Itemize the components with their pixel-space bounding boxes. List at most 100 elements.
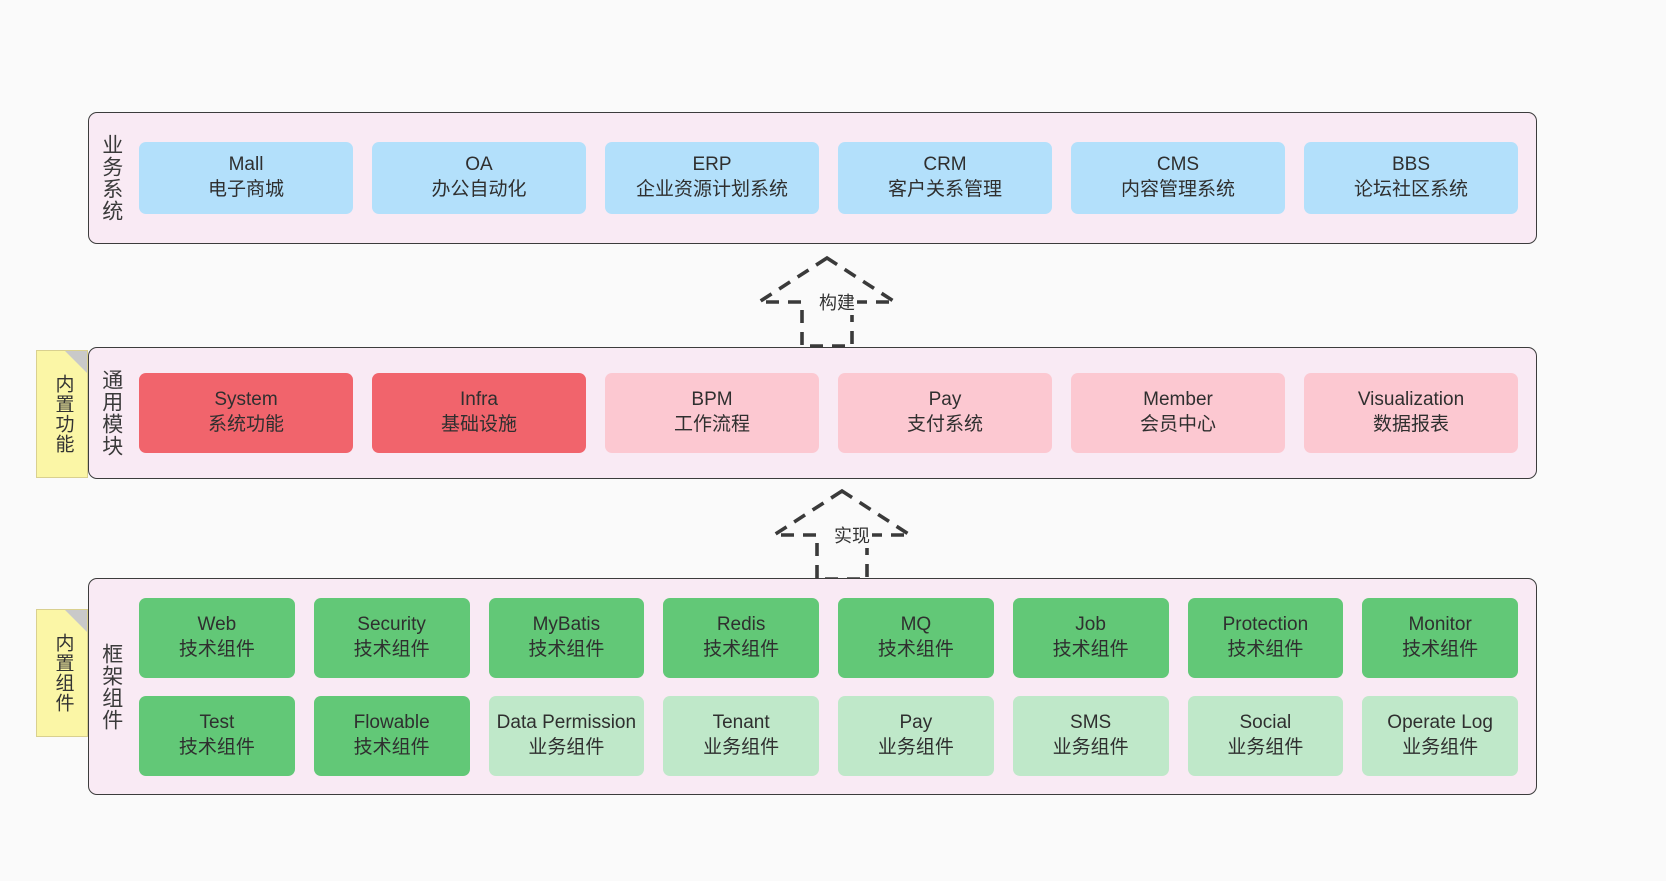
node-name: BPM: [691, 389, 733, 411]
node-name: Pay: [928, 389, 962, 411]
node-infra[interactable]: Infra 基础设施: [372, 373, 586, 453]
node-name: Data Permission: [496, 711, 637, 733]
node-social[interactable]: Social 业务组件: [1187, 695, 1344, 776]
layer-framework-components: 框架组件 Web 技术组件 Security 技术组件 MyBatis 技术组件…: [88, 578, 1537, 795]
layer-title-business: 业务系统: [99, 134, 123, 222]
node-subtitle: 技术组件: [528, 638, 605, 660]
node-crm[interactable]: CRM 客户关系管理: [838, 142, 1052, 214]
node-row: System 系统功能 Infra 基础设施 BPM 工作流程 Pay 支付系统…: [139, 373, 1518, 453]
node-name: Pay: [899, 711, 933, 733]
node-subtitle: 技术组件: [178, 638, 255, 660]
node-subtitle: 基础设施: [440, 414, 517, 435]
node-pay-module[interactable]: Pay 支付系统: [838, 373, 1052, 453]
node-name: Test: [199, 711, 235, 733]
node-subtitle: 工作流程: [673, 414, 750, 435]
node-subtitle: 技术组件: [703, 638, 780, 660]
node-monitor[interactable]: Monitor 技术组件: [1362, 597, 1518, 678]
node-web[interactable]: Web 技术组件: [139, 597, 295, 678]
node-row: Web 技术组件 Security 技术组件 MyBatis 技术组件 Redi…: [139, 597, 1518, 678]
node-name: Job: [1075, 613, 1106, 635]
node-row: Mall 电子商城 OA 办公自动化 ERP 企业资源计划系统 CRM 客户关系…: [139, 142, 1518, 214]
node-name: Member: [1143, 389, 1213, 411]
node-name: MQ: [900, 613, 932, 635]
node-visualization[interactable]: Visualization 数据报表: [1304, 373, 1518, 453]
arrow-implement-shape: [767, 488, 917, 581]
arrow-build-label: 构建: [817, 289, 857, 315]
sticky-note-builtin-features: 内置功能: [36, 350, 88, 478]
sticky-note-builtin-components: 内置组件: [36, 609, 88, 737]
node-name: Protection: [1222, 613, 1309, 635]
node-operate-log[interactable]: Operate Log 业务组件: [1362, 695, 1518, 776]
node-name: System: [214, 389, 278, 411]
layer-title-framework: 框架组件: [99, 642, 123, 731]
node-name: SMS: [1070, 711, 1112, 733]
node-subtitle: 技术组件: [1227, 638, 1304, 660]
node-mq[interactable]: MQ 技术组件: [838, 597, 994, 678]
arrow-build: 构建: [745, 255, 925, 348]
node-name: Mall: [228, 154, 264, 176]
layer-body-business: Mall 电子商城 OA 办公自动化 ERP 企业资源计划系统 CRM 客户关系…: [133, 113, 1536, 243]
node-subtitle: 业务组件: [877, 736, 954, 758]
node-subtitle: 数据报表: [1372, 414, 1449, 435]
node-subtitle: 系统功能: [207, 414, 284, 435]
node-name: Flowable: [353, 711, 430, 733]
node-mybatis[interactable]: MyBatis 技术组件: [488, 597, 645, 678]
node-subtitle: 技术组件: [877, 638, 954, 660]
node-member[interactable]: Member 会员中心: [1071, 373, 1285, 453]
node-name: Web: [197, 613, 237, 635]
arrow-implement: 实现: [760, 488, 940, 581]
node-name: CRM: [923, 154, 967, 176]
node-name: CMS: [1156, 154, 1200, 176]
node-bpm[interactable]: BPM 工作流程: [605, 373, 819, 453]
node-name: BBS: [1391, 154, 1431, 176]
node-name: Infra: [459, 389, 499, 411]
node-subtitle: 业务组件: [1402, 736, 1479, 758]
node-name: Monitor: [1408, 613, 1472, 635]
node-oa[interactable]: OA 办公自动化: [372, 142, 586, 214]
node-flowable[interactable]: Flowable 技术组件: [313, 695, 470, 776]
node-subtitle: 内容管理系统: [1120, 179, 1235, 200]
node-subtitle: 企业资源计划系统: [635, 179, 788, 200]
node-pay-component[interactable]: Pay 业务组件: [838, 695, 994, 776]
node-bbs[interactable]: BBS 论坛社区系统: [1304, 142, 1518, 214]
node-redis[interactable]: Redis 技术组件: [663, 597, 819, 678]
node-name: Security: [357, 613, 426, 635]
arrow-build-shape: [752, 255, 902, 348]
node-tenant[interactable]: Tenant 业务组件: [663, 695, 819, 776]
node-subtitle: 技术组件: [353, 638, 430, 660]
node-subtitle: 论坛社区系统: [1353, 179, 1468, 200]
node-name: Operate Log: [1387, 711, 1493, 733]
node-subtitle: 业务组件: [528, 736, 605, 758]
layer-common-modules: 通用模块 System 系统功能 Infra 基础设施 BPM 工作流程 Pay…: [88, 347, 1537, 479]
node-row: Test 技术组件 Flowable 技术组件 Data Permission …: [139, 695, 1518, 776]
node-test[interactable]: Test 技术组件: [139, 695, 295, 776]
node-name: Visualization: [1357, 389, 1465, 411]
node-subtitle: 业务组件: [1052, 736, 1129, 758]
node-subtitle: 技术组件: [353, 736, 430, 758]
node-system[interactable]: System 系统功能: [139, 373, 353, 453]
node-name: Redis: [716, 613, 766, 635]
node-erp[interactable]: ERP 企业资源计划系统: [605, 142, 819, 214]
node-subtitle: 客户关系管理: [887, 179, 1002, 200]
node-subtitle: 电子商城: [207, 179, 284, 200]
node-data-permission[interactable]: Data Permission 业务组件: [488, 695, 645, 776]
node-job[interactable]: Job 技术组件: [1012, 597, 1169, 678]
node-name: OA: [465, 154, 493, 176]
node-name: Social: [1239, 711, 1292, 733]
node-name: MyBatis: [532, 613, 601, 635]
layer-title-common: 通用模块: [99, 369, 123, 457]
node-sms[interactable]: SMS 业务组件: [1012, 695, 1169, 776]
node-subtitle: 技术组件: [1402, 638, 1479, 660]
node-subtitle: 技术组件: [1052, 638, 1129, 660]
node-security[interactable]: Security 技术组件: [313, 597, 470, 678]
node-name: Tenant: [712, 711, 770, 733]
node-protection[interactable]: Protection 技术组件: [1187, 597, 1344, 678]
node-mall[interactable]: Mall 电子商城: [139, 142, 353, 214]
node-cms[interactable]: CMS 内容管理系统: [1071, 142, 1285, 214]
node-subtitle: 业务组件: [1227, 736, 1304, 758]
layer-body-framework: Web 技术组件 Security 技术组件 MyBatis 技术组件 Redi…: [133, 579, 1536, 794]
layer-body-common: System 系统功能 Infra 基础设施 BPM 工作流程 Pay 支付系统…: [133, 348, 1536, 478]
node-subtitle: 会员中心: [1139, 414, 1216, 435]
arrow-implement-label: 实现: [832, 522, 872, 548]
